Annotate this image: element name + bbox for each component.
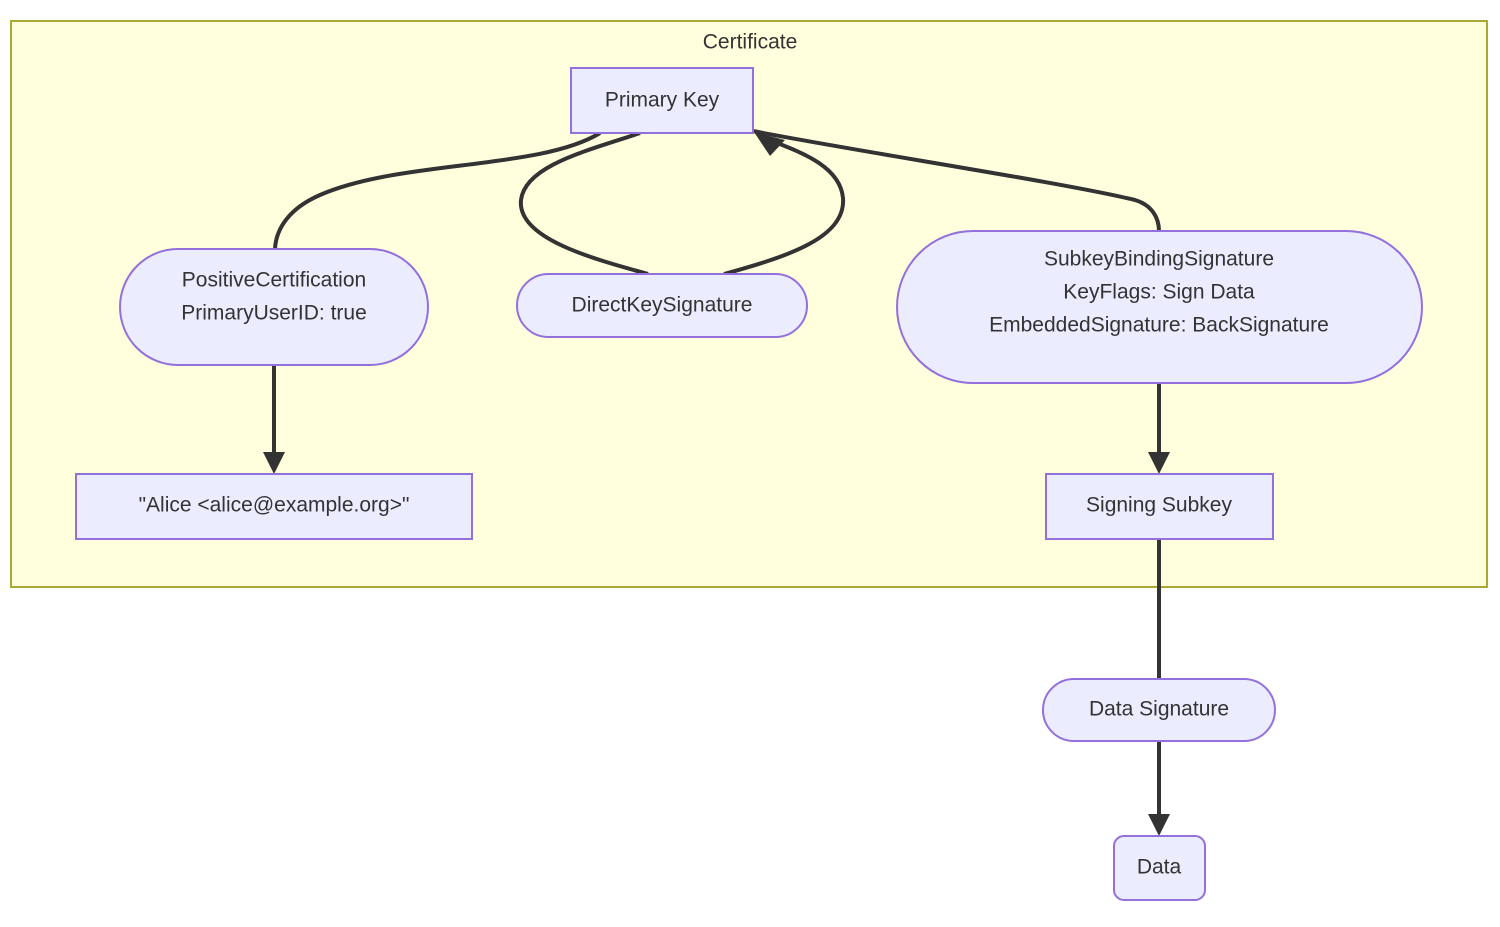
edge-primarykey-positivecertification [273,131,602,250]
edge-subkeybinding-signingsubkey-arrowhead [1148,452,1170,474]
node-direct-key-signature[interactable]: DirectKeySignature [516,273,808,338]
node-subkey-binding-signature[interactable]: SubkeyBindingSignature KeyFlags: Sign Da… [896,230,1423,384]
node-data[interactable]: Data [1113,835,1206,901]
node-positive-certification-shape[interactable] [119,248,429,366]
node-primary-key-label: Primary Key [605,89,720,112]
node-subkey-binding-signature-label-line3: EmbeddedSignature: BackSignature [989,314,1329,337]
edge-datasignature-data-arrowhead [1148,814,1170,836]
node-positive-certification-label-line1: PositiveCertification [182,269,366,292]
node-signing-subkey[interactable]: Signing Subkey [1045,473,1274,540]
node-positive-certification-label-line2: PrimaryUserID: true [181,302,367,325]
node-data-shape[interactable] [1113,835,1206,901]
node-direct-key-signature-shape[interactable] [516,273,808,338]
edge-primarykey-directkeysignature [518,131,649,276]
node-data-signature-label: Data Signature [1089,698,1229,721]
node-user-id-label: "Alice <alice@example.org>" [139,494,410,517]
node-subkey-binding-signature-label-line2: KeyFlags: Sign Data [1063,281,1255,304]
edge-directkeysignature-primarykey-arrowhead [754,132,785,156]
edge-positivecertification-userid-arrowhead [263,452,285,474]
node-subkey-binding-signature-label-line1: SubkeyBindingSignature [1044,248,1274,271]
node-direct-key-signature-label: DirectKeySignature [572,294,753,317]
node-primary-key[interactable]: Primary Key [570,67,754,134]
node-positive-certification[interactable]: PositiveCertification PrimaryUserID: tru… [119,248,429,366]
edge-primarykey-subkeybinding [752,129,1161,232]
node-subkey-binding-signature-shape[interactable] [896,230,1423,384]
cluster-certificate-label: Certificate [703,31,798,54]
edge-layer [263,129,1170,836]
node-layer: Primary Key PositiveCertification Primar… [75,67,1423,901]
node-primary-key-shape[interactable] [570,67,754,134]
edge-directkeysignature-primarykey [723,139,846,276]
node-signing-subkey-shape[interactable] [1045,473,1274,540]
node-data-label: Data [1137,856,1182,879]
node-signing-subkey-label: Signing Subkey [1086,494,1232,517]
node-user-id[interactable]: "Alice <alice@example.org>" [75,473,473,540]
node-data-signature[interactable]: Data Signature [1042,678,1276,742]
node-data-signature-shape[interactable] [1042,678,1276,742]
node-user-id-shape[interactable] [75,473,473,540]
